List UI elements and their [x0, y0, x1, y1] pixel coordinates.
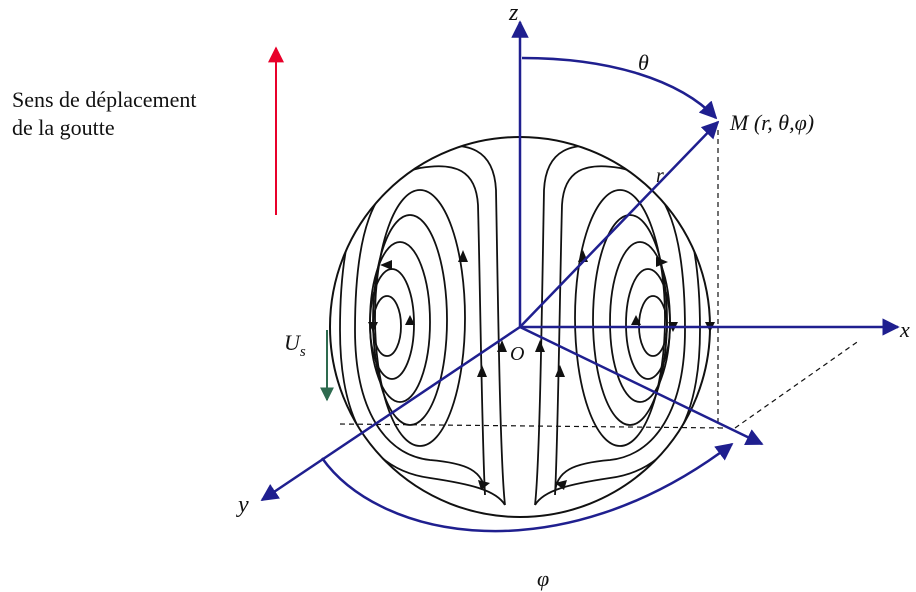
flow-arrow-up-left-2: [477, 365, 487, 377]
flow-arrow-bottom-right: [555, 480, 567, 490]
flow-arrow-up-right-3: [535, 340, 545, 352]
projection-vector: [519, 325, 764, 446]
point-m-label: M (r, θ,φ): [729, 110, 814, 135]
origin-label: O: [510, 343, 524, 365]
streamline-left-3: [374, 189, 466, 447]
flow-arrow-up-left-1: [458, 250, 468, 262]
settling-velocity-sub: s: [300, 344, 306, 360]
z-axis-label: z: [508, 0, 519, 26]
flow-arrow-up-left-3: [497, 340, 507, 352]
caption-line-2: de la goutte: [12, 115, 115, 140]
flow-arrow-top-left: [380, 260, 392, 270]
caption-line-1: Sens de déplacement: [12, 87, 197, 112]
flow-arrow-down-left-1: [368, 322, 378, 332]
phi-arc: [320, 442, 734, 533]
theta-arc: [521, 56, 718, 120]
y-axis-label: y: [236, 492, 249, 518]
flow-arrow-up-right-2: [555, 365, 565, 377]
flow-arrow-top-right: [656, 257, 668, 267]
position-vector-r: [519, 120, 720, 328]
projection-lines: [339, 130, 861, 429]
settling-velocity-main: U: [284, 330, 302, 355]
direction-caption: Sens de déplacement de la goutte: [12, 86, 197, 142]
axes: [260, 20, 900, 533]
flow-arrow-bottom-left: [478, 480, 490, 490]
flow-arrow-down-left-2: [405, 315, 415, 325]
streamline-left-7: [372, 295, 402, 357]
flow-arrow-down-right-2: [631, 315, 641, 325]
projection-horizontal: [339, 423, 726, 429]
theta-label: θ: [638, 50, 649, 75]
r-label: r: [656, 165, 664, 187]
settling-velocity-label: Us: [284, 330, 306, 360]
streamline-right-3: [574, 189, 666, 447]
projection-diagonal: [734, 339, 861, 429]
y-axis: [260, 325, 521, 502]
phi-label: φ: [537, 566, 549, 591]
flow-arrowheads: [368, 250, 715, 490]
x-axis-label: x: [899, 317, 910, 342]
